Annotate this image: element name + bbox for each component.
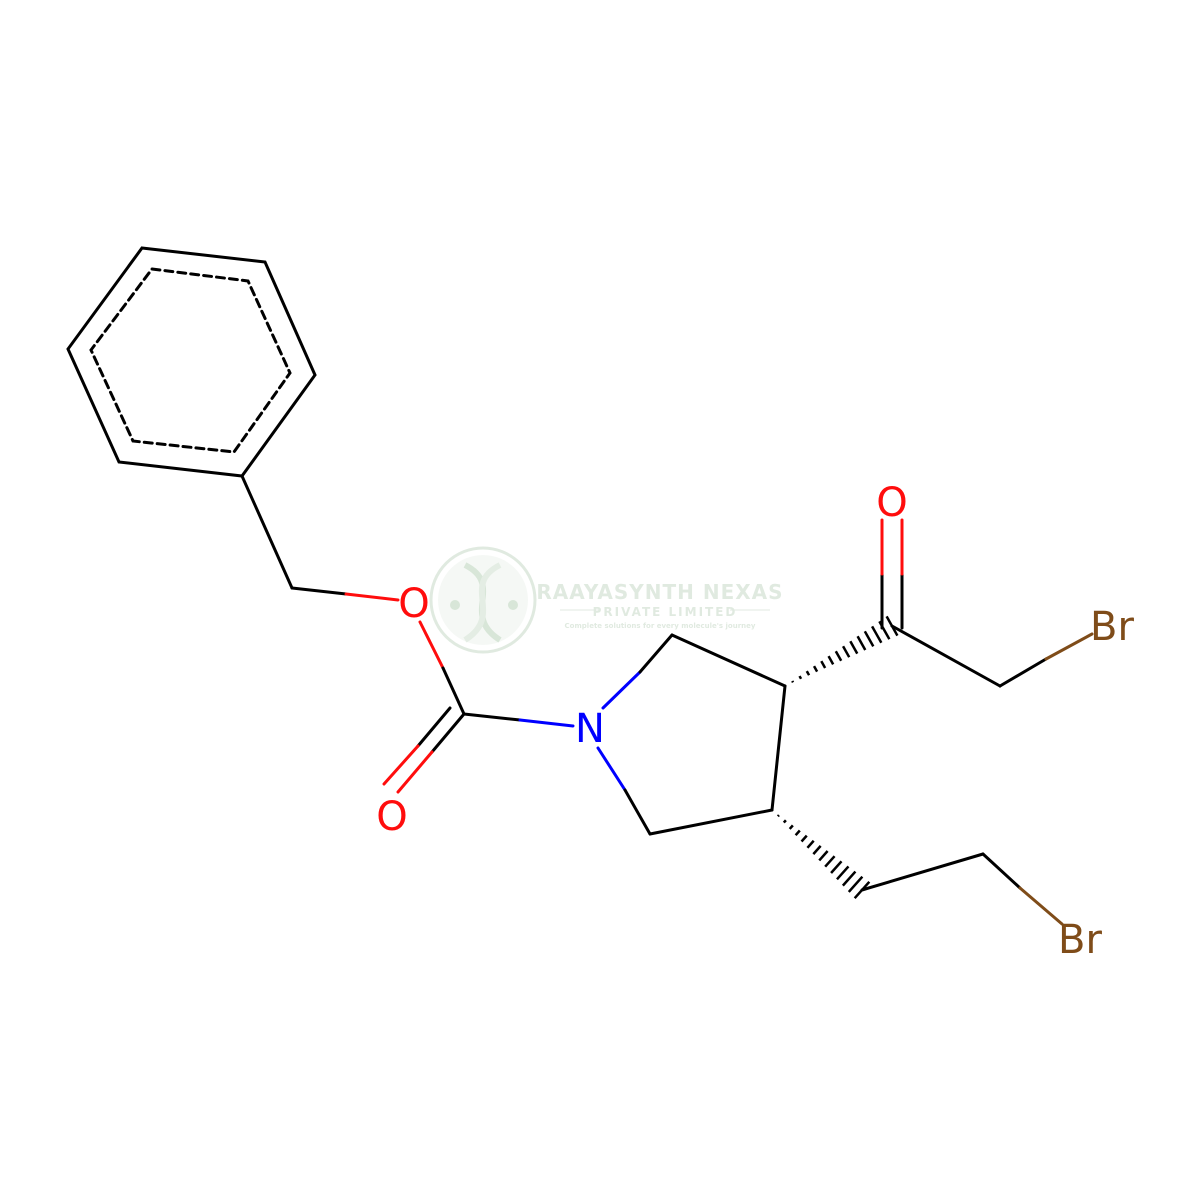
watermark-company: RAAYASYNTH NEXAS <box>536 580 783 604</box>
bond-c2-c3 <box>670 633 787 688</box>
dna-helix-icon <box>429 546 537 654</box>
bond-ch2-o <box>290 586 348 596</box>
watermark: RAAYASYNTH NEXAS PRIVATE LIMITED Complet… <box>429 546 783 654</box>
wedge-hash <box>847 875 864 893</box>
atom-br-top: Br <box>1090 604 1134 650</box>
watermark-subtitle: PRIVATE LIMITED <box>593 605 738 619</box>
wedge-hash <box>812 845 822 855</box>
bond-ch2-o-red <box>344 592 400 602</box>
wedge-hash <box>841 870 857 887</box>
atom-br-bottom: Br <box>1058 917 1102 963</box>
atom-labels: O O N O Br Br <box>376 480 1134 963</box>
atom-o-ester: O <box>398 581 429 627</box>
wedge-hash <box>805 670 811 676</box>
bond-ch2-br-brown <box>1044 632 1094 661</box>
wedge-hash <box>820 660 827 669</box>
bond-n-c5 <box>596 746 627 792</box>
bond-n-c2 <box>601 670 642 710</box>
wedge-hash <box>885 615 899 637</box>
wedge-hash <box>853 880 871 900</box>
wedge-hash <box>878 620 891 640</box>
bond-co-a-red <box>396 750 434 794</box>
hashed-wedge-c3 <box>791 615 899 684</box>
wedge-hash <box>841 645 851 658</box>
wedge-hash <box>824 855 836 868</box>
wedge-hash <box>791 680 795 684</box>
bond-c3-c4 <box>770 684 787 812</box>
bond-o-c <box>418 620 445 670</box>
bond-c-n-blue <box>518 718 575 728</box>
bond-ch2-br2-brown <box>1018 886 1064 926</box>
bond-n-c5-black <box>623 788 652 836</box>
bond-c-n <box>462 712 522 722</box>
bond-co-b-red <box>382 744 420 786</box>
atom-n-ring: N <box>575 706 605 752</box>
bonds <box>240 474 1094 926</box>
atom-o-ketone: O <box>876 480 907 526</box>
bond-ch2-ch2 <box>860 852 985 892</box>
bond-c4-c5 <box>648 808 774 836</box>
benzene-ring <box>66 246 317 478</box>
benzene-outer <box>66 246 317 478</box>
atom-o-carbonyl: O <box>376 794 407 840</box>
bond-o-c-black <box>441 666 466 716</box>
wedge-hash <box>834 650 843 662</box>
bond-co-b <box>416 706 452 748</box>
wedge-hash <box>863 630 875 648</box>
wedge-hash <box>818 850 829 862</box>
bond-ch2-br2 <box>981 852 1022 890</box>
bond-ring-ch2 <box>240 474 294 590</box>
wedge-hash <box>782 819 787 824</box>
wedge-hash <box>836 865 850 881</box>
bond-ketone-ch2 <box>890 624 1002 688</box>
wedge-hash <box>800 834 808 843</box>
bond-ch2-br <box>998 657 1048 688</box>
wedge-hash <box>812 665 819 673</box>
wedge-hash <box>827 655 835 666</box>
wedge-hash <box>806 839 815 849</box>
hashed-wedge-c4 <box>776 814 871 900</box>
bond-n-c2-black <box>638 633 674 674</box>
wedge-hash <box>794 829 801 837</box>
watermark-tagline: Complete solutions for every molecule's … <box>565 622 756 630</box>
wedge-hash <box>856 635 867 651</box>
wedge-hash <box>871 625 883 644</box>
wedge-hash <box>798 675 803 680</box>
wedge-hash <box>788 824 794 830</box>
benzene-aromatic-inner <box>89 267 292 454</box>
bond-co-a <box>430 712 466 754</box>
wedge-hash <box>849 640 859 655</box>
wedge-hash <box>830 860 843 874</box>
wedge-hash <box>776 814 780 818</box>
